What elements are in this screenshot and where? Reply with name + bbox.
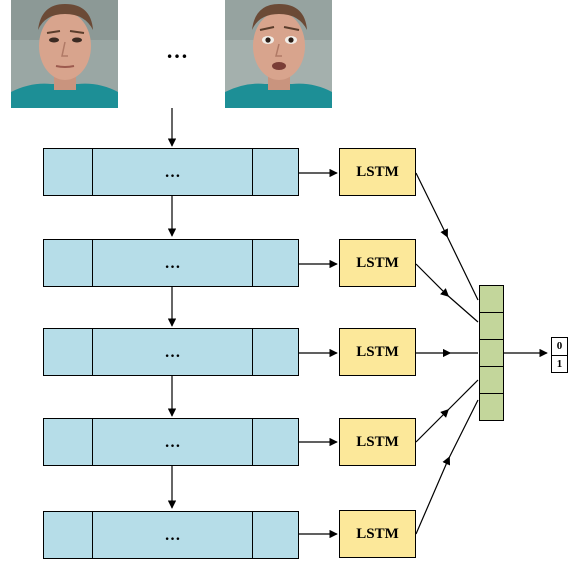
arrow-lstm-1-to-concat <box>415 172 479 301</box>
frames-ellipsis: … <box>166 38 188 63</box>
output-class-0: 0 <box>552 338 567 356</box>
lstm-block-5: LSTM <box>339 510 416 558</box>
feature-layer-ellipsis: … <box>164 344 181 361</box>
concat-cell-1 <box>479 285 504 313</box>
output-class-1: 1 <box>556 358 563 370</box>
concat-cell-2 <box>479 312 504 340</box>
feature-layer-1: … <box>43 148 299 196</box>
feature-layer-4: … <box>43 418 299 466</box>
arrow-lstm-2-to-concat <box>415 263 479 323</box>
feature-layer-ellipsis: … <box>164 164 181 181</box>
feature-layer-3: … <box>43 328 299 376</box>
concat-cell-5 <box>479 393 504 421</box>
face-image-surprised <box>225 0 332 108</box>
output-class-box: 0 1 <box>551 337 568 373</box>
lstm-block-2: LSTM <box>339 239 416 287</box>
feature-layer-ellipsis: … <box>164 434 181 451</box>
face-image-neutral <box>11 0 118 108</box>
arrow-lstm-4-to-concat <box>415 379 479 443</box>
arrow-lstm-5-to-concat <box>415 399 479 535</box>
lstm-block-1: LSTM <box>339 148 416 196</box>
concat-cell-4 <box>479 366 504 394</box>
feature-layer-ellipsis: … <box>164 527 181 544</box>
feature-layer-ellipsis: … <box>164 255 181 272</box>
lstm-block-3: LSTM <box>339 328 416 376</box>
feature-layer-2: … <box>43 239 299 287</box>
lstm-block-4: LSTM <box>339 418 416 466</box>
concat-cell-3 <box>479 339 504 367</box>
face-frame-last <box>225 0 332 108</box>
feature-layer-5: … <box>43 511 299 559</box>
face-frame-first <box>11 0 118 108</box>
